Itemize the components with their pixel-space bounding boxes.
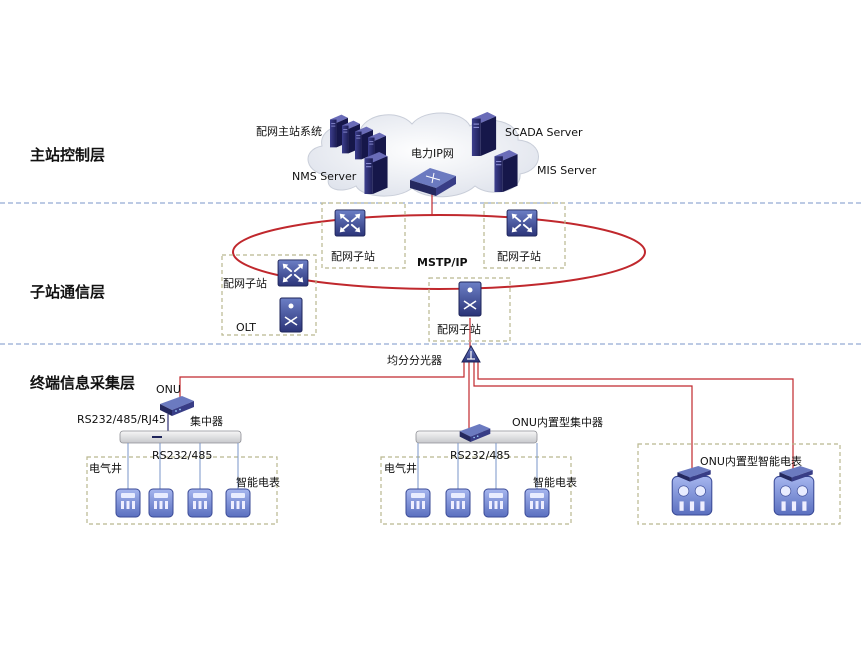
layer-title-master: 主站控制层 bbox=[30, 146, 105, 164]
label-onu-smart-meter: ONU内置型智能电表 bbox=[700, 454, 802, 468]
smart-meter-icon bbox=[187, 488, 213, 518]
mstp-ring bbox=[232, 214, 646, 290]
label-scada-server: SCADA Server bbox=[505, 126, 583, 139]
smart-meter-icon bbox=[483, 488, 509, 518]
meter-wiring bbox=[127, 443, 538, 490]
smart-meter-icon bbox=[524, 488, 550, 518]
smart-meter-icon bbox=[115, 488, 141, 518]
label-mis-server: MIS Server bbox=[537, 164, 597, 177]
mis-server-icon bbox=[493, 150, 519, 192]
label-port-types: RS232/485/RJ45 bbox=[77, 413, 166, 426]
label-substation-2: 配网子站 bbox=[497, 249, 541, 263]
label-substation-3: 配网子站 bbox=[223, 276, 267, 290]
label-power-ip-network: 电力IP网 bbox=[411, 147, 454, 160]
core-router-icon bbox=[410, 168, 456, 196]
red-links bbox=[179, 192, 794, 470]
label-onu: ONU bbox=[156, 383, 181, 396]
concentrator-left bbox=[119, 430, 242, 444]
splitter-icon bbox=[461, 345, 481, 363]
label-onu-concentrator: ONU内置型集中器 bbox=[512, 415, 603, 429]
substation-device-icon bbox=[458, 281, 482, 317]
smart-meter-icon bbox=[405, 488, 431, 518]
label-distribution-master: 配网主站系统 bbox=[256, 124, 322, 138]
onu-smart-meter-icon bbox=[671, 466, 713, 516]
label-splitter: 均分分光器 bbox=[387, 353, 442, 367]
smart-meter-icon bbox=[148, 488, 174, 518]
label-substation-1: 配网子站 bbox=[331, 249, 375, 263]
nms-server-icon bbox=[363, 152, 389, 194]
scada-server-icon bbox=[471, 112, 497, 156]
olt-device-icon bbox=[279, 297, 303, 333]
label-rs232-left: RS232/485 bbox=[152, 449, 212, 462]
onu-smart-meter-icon bbox=[773, 466, 815, 516]
smart-meter-icon bbox=[225, 488, 251, 518]
substation-switch-icon bbox=[334, 209, 366, 237]
label-smart-meter-mid: 智能电表 bbox=[533, 475, 577, 489]
label-smart-meter-left: 智能电表 bbox=[236, 475, 280, 489]
label-mstp-ip: MSTP/IP bbox=[417, 256, 468, 269]
label-electrical-well-mid: 电气井 bbox=[384, 461, 417, 475]
smart-meter-icon bbox=[445, 488, 471, 518]
label-rs232-mid: RS232/485 bbox=[450, 449, 510, 462]
label-nms-server: NMS Server bbox=[292, 170, 357, 183]
label-concentrator: 集中器 bbox=[190, 414, 223, 428]
substation-switch-icon bbox=[277, 259, 309, 287]
layer-title-substation: 子站通信层 bbox=[30, 283, 105, 301]
label-electrical-well-left: 电气井 bbox=[89, 461, 122, 475]
label-olt: OLT bbox=[236, 321, 256, 334]
substation-switch-icon bbox=[506, 209, 538, 237]
layer-title-terminal: 终端信息采集层 bbox=[30, 374, 135, 392]
label-substation-4: 配网子站 bbox=[437, 322, 481, 336]
dashed-boxes bbox=[86, 202, 841, 525]
